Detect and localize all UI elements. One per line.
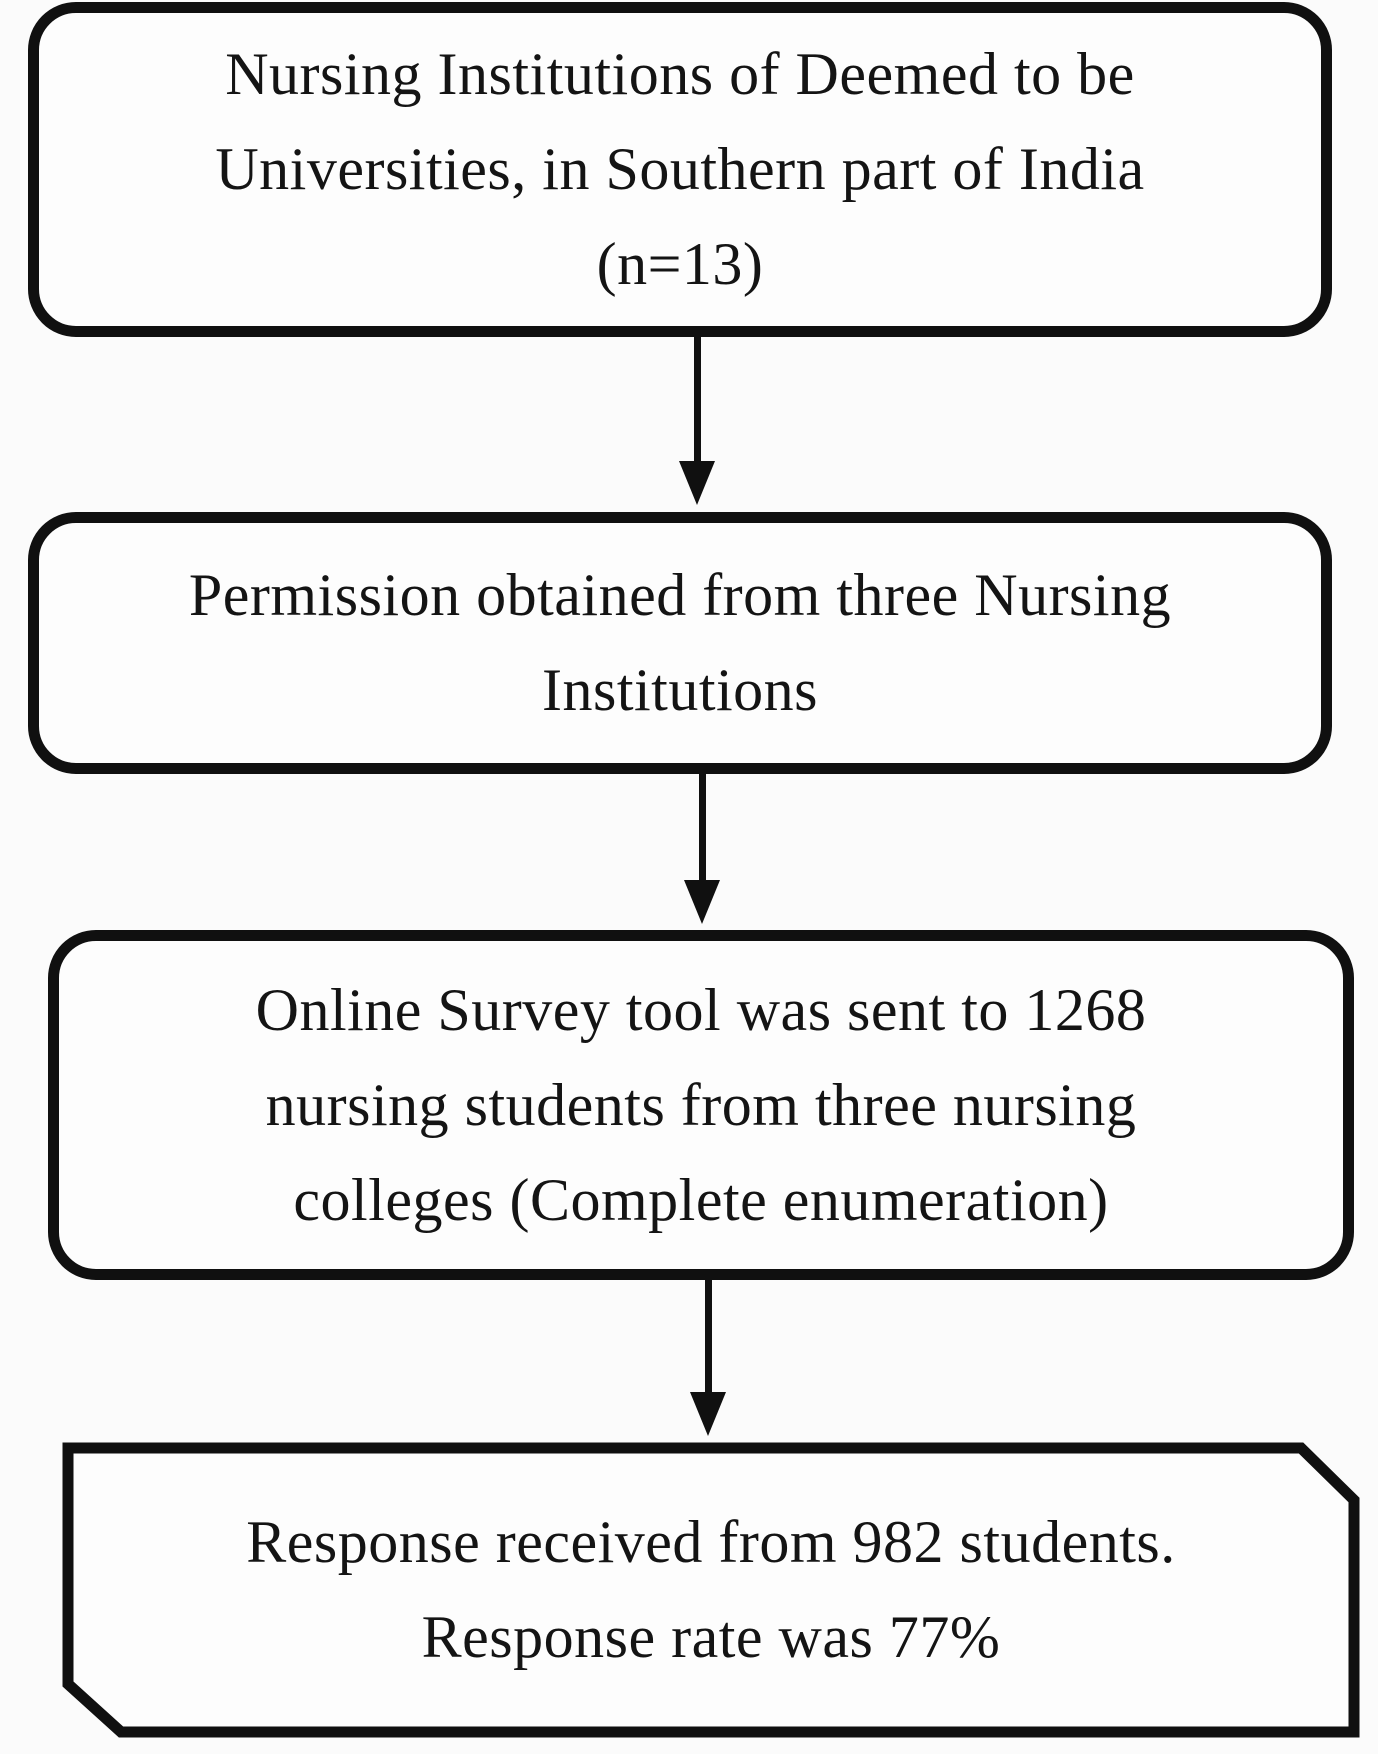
arrow-shaft	[693, 337, 701, 461]
arrow-down-icon	[684, 880, 720, 924]
arrow-down-icon	[690, 1392, 726, 1436]
arrow-down-icon	[679, 461, 715, 505]
flow-connector-3	[690, 1280, 726, 1436]
flow-node-survey-sent: Online Survey tool was sent to 1268 nurs…	[48, 930, 1354, 1280]
chamfered-box-outline	[62, 1442, 1360, 1738]
flow-node-permission-obtained: Permission obtained from three Nursing I…	[28, 512, 1332, 774]
arrow-shaft	[698, 774, 706, 880]
arrow-shaft	[704, 1280, 712, 1392]
node-label-response-received: Response received from 982 students. Res…	[246, 1509, 1176, 1670]
node-label-permission-obtained: Permission obtained from three Nursing I…	[188, 562, 1172, 723]
node-label-survey-sent: Online Survey tool was sent to 1268 nurs…	[255, 976, 1147, 1233]
flow-connector-2	[684, 774, 720, 924]
node-label-nursing-institutions: Nursing Institutions of Deemed to be Uni…	[215, 41, 1145, 297]
flow-node-nursing-institutions: Nursing Institutions of Deemed to be Uni…	[28, 2, 1332, 337]
flow-connector-1	[679, 337, 715, 505]
flow-node-response-received: Response received from 982 students. Res…	[62, 1442, 1360, 1738]
